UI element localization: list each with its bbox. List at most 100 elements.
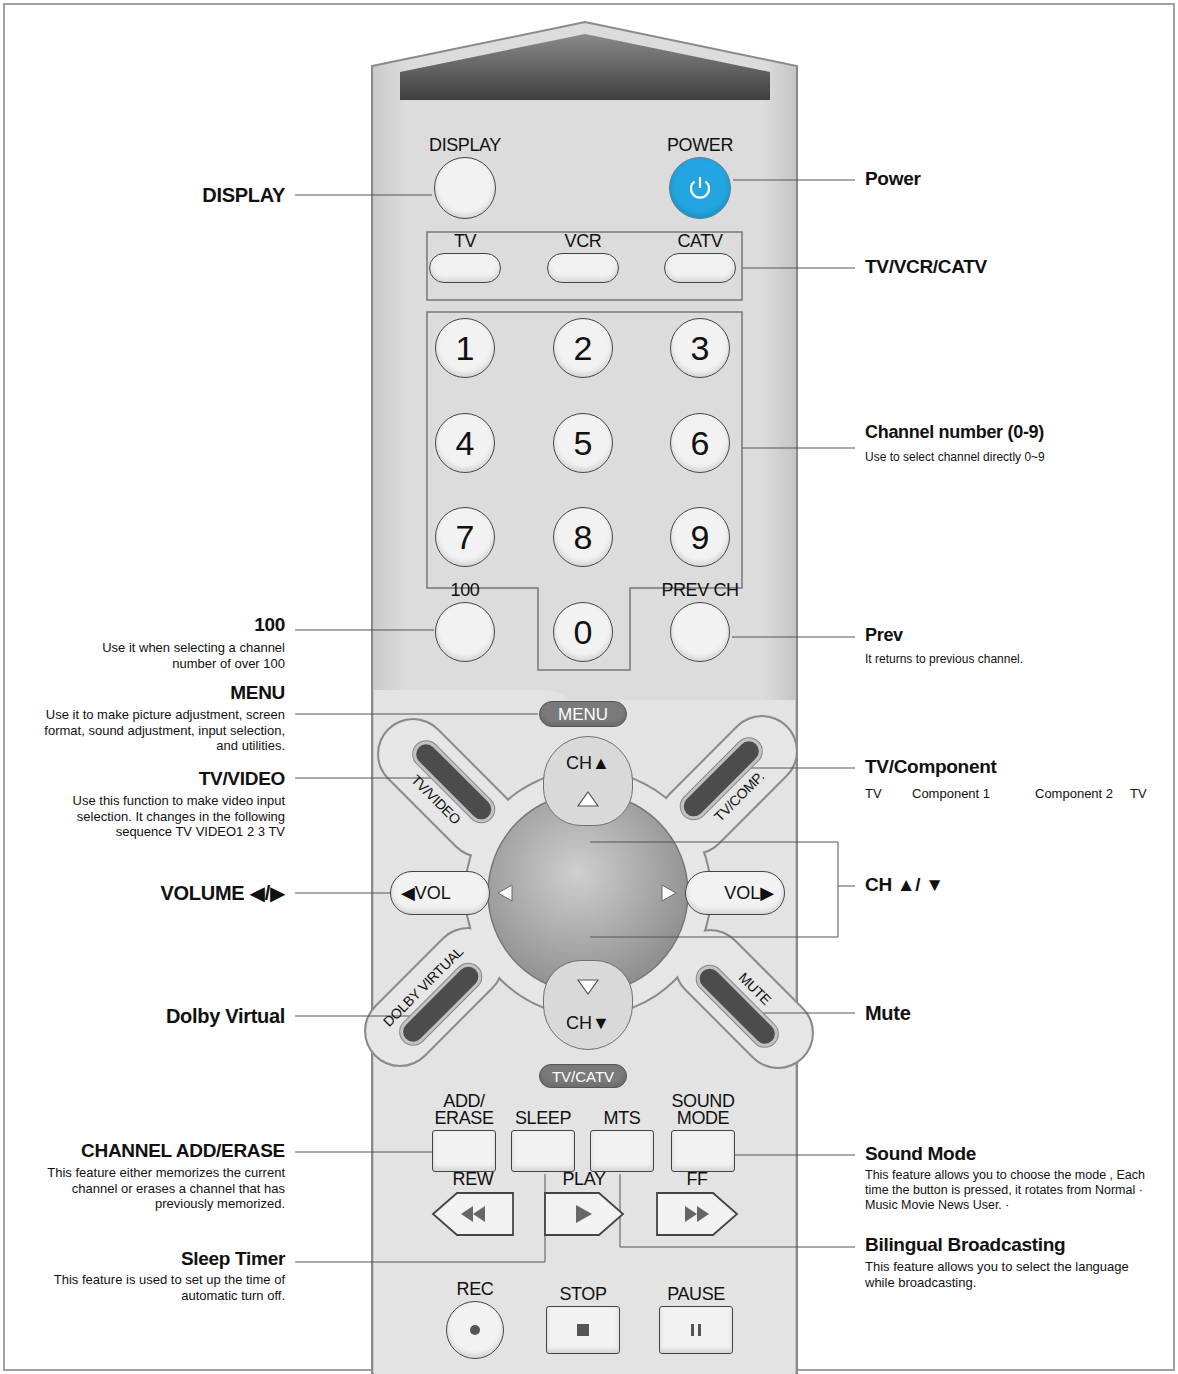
button-label: ADD/ ERASE xyxy=(434,1093,493,1127)
callout-title: VOLUME ◀/▶ xyxy=(15,881,285,905)
button-label: FF xyxy=(686,1170,707,1188)
right-arrow-symbol xyxy=(662,885,676,901)
remote-button: TV/COMP. xyxy=(666,723,790,847)
stop-symbol xyxy=(575,1322,591,1338)
remote-button: VOL▶ xyxy=(685,871,785,915)
remote-button: ADD/ ERASE xyxy=(432,1093,496,1172)
callout-description: Use it when selecting a channel number o… xyxy=(70,640,285,671)
button-label: STOP xyxy=(559,1285,606,1303)
transport-button-outline xyxy=(655,1191,739,1237)
remote-button: 6 xyxy=(670,413,730,473)
button-label: TV xyxy=(454,232,476,250)
callout-title: TV/VCR/CATV xyxy=(865,256,1155,279)
callout-description: This feature allows you to choose the mo… xyxy=(865,1168,1157,1213)
callout-description: It returns to previous channel. xyxy=(865,652,1155,666)
arrow-symbol-holder xyxy=(576,790,600,808)
leader-lines xyxy=(295,180,855,1262)
remote-button: MTS xyxy=(590,1109,654,1172)
pause-symbol xyxy=(688,1322,704,1338)
button-label: PLAY xyxy=(562,1170,605,1188)
callout-description: TV xyxy=(865,786,905,802)
button-label: 9 xyxy=(691,520,710,554)
button-label: MENU xyxy=(558,706,608,723)
button-label: SLEEP xyxy=(515,1109,571,1127)
callout-title: DISPLAY xyxy=(15,183,285,207)
button-shape xyxy=(669,157,731,219)
button-label: PREV CH xyxy=(661,581,738,599)
button-label: VCR xyxy=(565,232,602,250)
remote-button: CATV xyxy=(664,232,736,283)
remote-button: TV xyxy=(429,232,501,283)
button-label: 100 xyxy=(451,581,480,599)
button-shape xyxy=(446,1301,504,1359)
transport-button-outline xyxy=(431,1191,515,1237)
remote-button: REC xyxy=(446,1280,504,1359)
remote-button: FF xyxy=(655,1170,739,1237)
button-label: CH▼ xyxy=(566,1014,610,1032)
callout-title: Prev xyxy=(865,625,1155,647)
remote-button: MUTE xyxy=(682,937,806,1061)
callout-title: MENU xyxy=(15,682,285,705)
button-label: ◀VOL xyxy=(401,884,451,902)
callout-description: Component 2 xyxy=(1035,786,1125,802)
button-shape xyxy=(431,1191,515,1237)
remote-body xyxy=(372,22,797,1374)
remote-button: 8 xyxy=(553,507,613,567)
button-shape xyxy=(434,157,496,219)
callout-description: Component 1 xyxy=(912,786,1022,802)
button-shape xyxy=(671,1130,735,1172)
button-shape xyxy=(429,253,501,283)
remote-button: DISPLAY xyxy=(429,136,501,219)
button-label: POWER xyxy=(667,136,733,154)
callout-title: Channel number (0-9) xyxy=(865,422,1155,444)
arrow-symbol-holder xyxy=(576,978,600,996)
button-label: CH▲ xyxy=(566,754,610,772)
navigation-plate xyxy=(352,703,826,1081)
diagonal-button-bar xyxy=(691,960,783,1052)
callout-description: TV xyxy=(1130,786,1166,802)
remote-button: STOP xyxy=(546,1285,620,1354)
button-shape xyxy=(511,1130,575,1172)
button-shape xyxy=(670,602,730,662)
button-label: 5 xyxy=(574,426,593,460)
button-shape xyxy=(543,1191,625,1237)
button-shape xyxy=(655,1191,739,1237)
remote-button: PREV CH xyxy=(661,581,738,662)
callout-title: Sleep Timer xyxy=(15,1248,285,1271)
button-label: CATV xyxy=(677,232,722,250)
transport-button-outline xyxy=(543,1191,625,1237)
button-shape xyxy=(547,253,619,283)
callout-description: This feature allows you to select the la… xyxy=(865,1259,1155,1290)
button-label: TV/CATV xyxy=(552,1069,614,1084)
remote-button: 100 xyxy=(435,581,495,662)
button-label: 7 xyxy=(456,520,475,554)
callout-title: CH ▲/ ▼ xyxy=(865,874,1155,897)
remote-button: SLEEP xyxy=(511,1109,575,1172)
button-label: PAUSE xyxy=(667,1285,725,1303)
button-label: SOUND MODE xyxy=(671,1093,734,1127)
power-symbol xyxy=(685,173,715,203)
callout-title: 100 xyxy=(15,614,285,637)
ir-window xyxy=(400,34,770,100)
button-label: 0 xyxy=(574,615,593,649)
button-label: REW xyxy=(453,1170,494,1188)
remote-button: CH▼ xyxy=(543,960,633,1050)
remote-button: 0 xyxy=(553,602,613,662)
remote-button: 2 xyxy=(553,318,613,378)
callout-title: Sound Mode xyxy=(865,1143,1155,1166)
remote-button: 3 xyxy=(670,318,730,378)
mode-button-group xyxy=(427,232,742,300)
navigation-plate-outline xyxy=(352,703,826,1081)
remote-button: PAUSE xyxy=(659,1285,733,1354)
remote-button: PLAY xyxy=(543,1170,625,1237)
remote-button: POWER xyxy=(667,136,733,219)
button-shape xyxy=(659,1306,733,1354)
callout-description: Use to select channel directly 0~9 xyxy=(865,450,1155,464)
button-label: 2 xyxy=(574,331,593,365)
button-shape xyxy=(546,1306,620,1354)
callout-title: TV/Component xyxy=(865,756,1155,779)
record-symbol xyxy=(468,1323,482,1337)
remote-button: 5 xyxy=(553,413,613,473)
button-label: VOL▶ xyxy=(724,884,774,902)
